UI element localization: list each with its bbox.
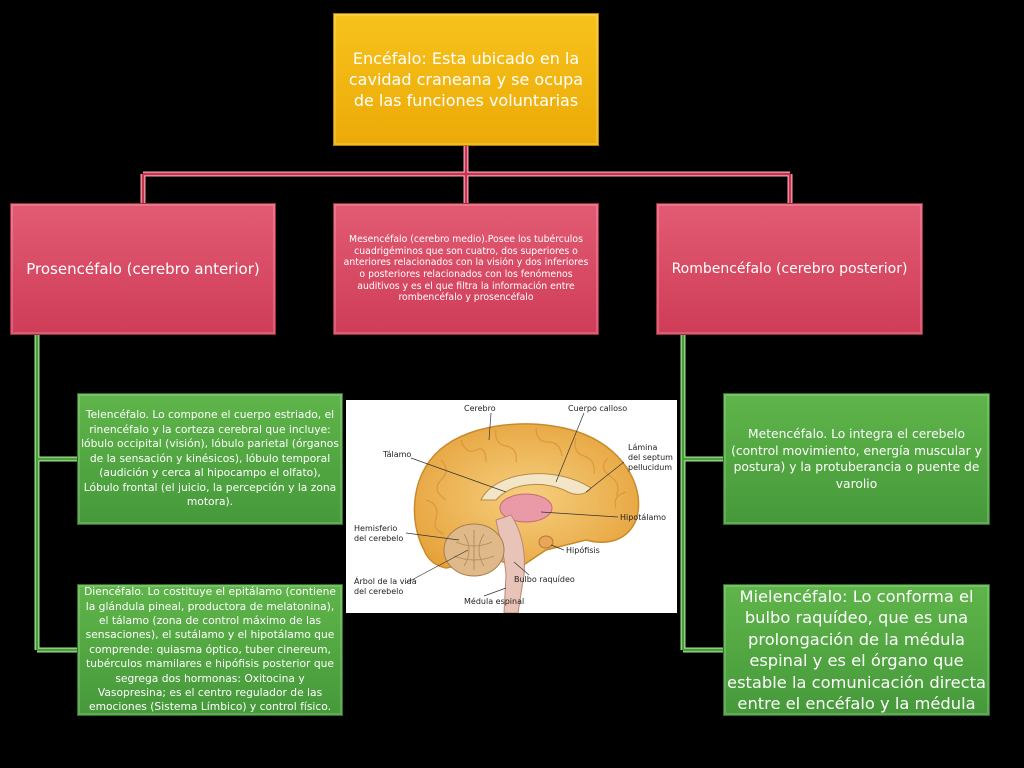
rombencefalo-text: Rombencéfalo (cerebro posterior) bbox=[671, 261, 908, 277]
metencefalo-text: Metencéfalo. Lo integra el cerebelo (con… bbox=[731, 427, 982, 491]
label-cuerpo-calloso: Cuerpo calloso bbox=[568, 404, 627, 413]
label-hemisferio-2: del cerebelo bbox=[354, 534, 403, 543]
mesencefalo-text: Mesencéfalo (cerebro medio).Posee los tu… bbox=[343, 234, 589, 304]
green-connectors-right bbox=[680, 335, 723, 653]
pituitary bbox=[538, 535, 554, 549]
label-hipotalamo: Hipotálamo bbox=[620, 513, 666, 522]
prosencefalo-text: Prosencéfalo (cerebro anterior) bbox=[26, 260, 260, 278]
thalamus bbox=[499, 493, 553, 523]
node-telencefalo: Telencéfalo. Lo compone el cuerpo estria… bbox=[77, 393, 343, 525]
brain-sagittal-image: Cerebro Cuerpo calloso Tálamo Lámina del… bbox=[354, 404, 673, 614]
label-medula: Médula espinal bbox=[464, 596, 524, 606]
label-lamina-3: pellucidum bbox=[628, 463, 672, 472]
node-mielencefalo: Mielencéfalo: Lo conforma el bulbo raquí… bbox=[723, 584, 990, 716]
node-prosencefalo: Prosencéfalo (cerebro anterior) bbox=[10, 203, 276, 335]
label-arbol-2: del cerebelo bbox=[354, 587, 403, 596]
brain-illustration: Cerebro Cuerpo calloso Tálamo Lámina del… bbox=[346, 400, 677, 614]
telencefalo-text: Telencéfalo. Lo compone el cuerpo estria… bbox=[81, 407, 339, 509]
node-rombencefalo: Rombencéfalo (cerebro posterior) bbox=[656, 203, 923, 335]
node-mesencefalo: Mesencéfalo (cerebro medio).Posee los tu… bbox=[333, 203, 599, 335]
label-hipofisis: Hipófisis bbox=[566, 545, 600, 555]
label-hemisferio-1: Hemisferio bbox=[354, 524, 397, 533]
diencefalo-text: Diencéfalo. Lo costituye el epitálamo (c… bbox=[84, 585, 336, 714]
green-connectors-left bbox=[34, 335, 77, 653]
label-bulbo: Bulbo raquídeo bbox=[514, 575, 575, 584]
label-arbol-1: Árbol de la vida bbox=[354, 575, 417, 586]
label-talamo: Tálamo bbox=[382, 450, 411, 459]
node-metencefalo: Metencéfalo. Lo integra el cerebelo (con… bbox=[723, 393, 990, 525]
node-diencefalo: Diencéfalo. Lo costituye el epitálamo (c… bbox=[77, 584, 343, 716]
corpus-callosum bbox=[480, 473, 592, 501]
mielencefalo-text: Mielencéfalo: Lo conforma el bulbo raquí… bbox=[727, 586, 986, 714]
root-text: Encéfalo: Esta ubicado en la cavidad cra… bbox=[348, 49, 584, 110]
label-lamina-2: del septum bbox=[628, 453, 673, 462]
label-cerebro: Cerebro bbox=[464, 404, 496, 413]
label-lamina-1: Lámina bbox=[628, 443, 657, 452]
root-node-encefalo: Encéfalo: Esta ubicado en la cavidad cra… bbox=[333, 13, 599, 146]
